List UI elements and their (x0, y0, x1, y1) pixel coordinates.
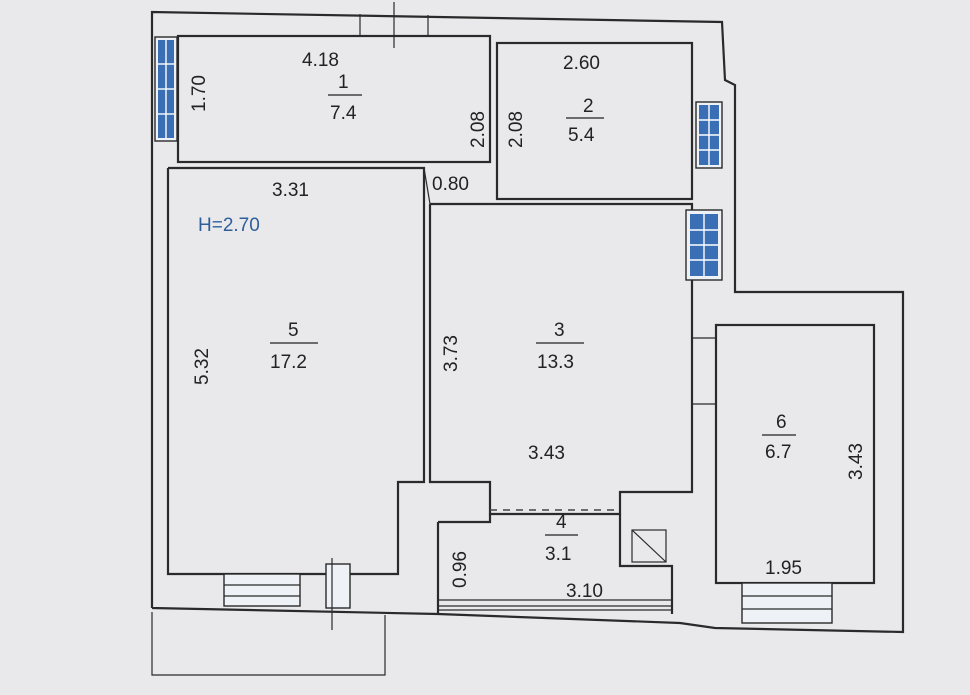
right-window-lower (685, 209, 723, 281)
room-5-bottom-window (223, 558, 351, 630)
room-6-height: 3.43 (846, 443, 867, 480)
room-2-left-dim: 2.08 (506, 111, 527, 148)
room-3-left-dim: 3.73 (441, 335, 462, 372)
room-4-outline (438, 514, 492, 524)
room-5-area: 17.2 (270, 352, 307, 373)
room-4: 4 3.1 0.96 3.10 (436, 509, 674, 614)
room-4-area: 3.1 (545, 544, 571, 565)
room-6-bottom-window (741, 582, 833, 624)
left-window (154, 36, 178, 142)
room-3-number: 3 (554, 320, 565, 341)
wall-stub (423, 167, 431, 205)
room-3-area: 13.3 (537, 352, 574, 373)
room-4-width: 3.10 (566, 581, 603, 602)
outer-walls (150, 10, 905, 676)
balcony-door-frame (325, 563, 351, 609)
room-5-height: 5.32 (192, 348, 213, 385)
room-6-width: 1.95 (765, 558, 802, 579)
room-4-right-wall (618, 514, 674, 614)
room-1-right-dim: 2.08 (468, 111, 489, 148)
ventilation-shaft-diagonal (631, 529, 667, 563)
room-6: 6 6.7 3.43 1.95 (692, 323, 876, 624)
room-1: 4.18 1.70 2.08 1 7.4 (176, 34, 492, 164)
room-2-outline (495, 41, 694, 201)
corridor-gap-dim: 0.80 (432, 174, 469, 195)
room-3: 3.73 3 13.3 3.43 (428, 202, 694, 516)
room-2: 2.60 2.08 2 5.4 (495, 41, 694, 201)
room-1-top-door (359, 2, 429, 48)
room-1-number: 1 (338, 72, 349, 93)
room-2-area: 5.4 (568, 125, 595, 146)
room-5: 3.31 H=2.70 5.32 5 17.2 (166, 166, 426, 576)
ceiling-height-label: H=2.70 (198, 215, 260, 236)
room-1-width: 4.18 (302, 50, 339, 71)
balcony-left (151, 612, 386, 676)
room-6-area: 6.7 (765, 442, 791, 463)
room-2-number: 2 (583, 96, 594, 117)
room-6-number: 6 (776, 412, 787, 433)
room-5-bottom-window-frame (223, 573, 301, 607)
room-1-height: 1.70 (189, 75, 210, 112)
room-5-width: 3.31 (272, 180, 309, 201)
room-3-width: 3.43 (528, 443, 565, 464)
room-4-left-dim: 0.96 (450, 551, 471, 588)
outer-wall (150, 10, 905, 634)
room-4-number: 4 (556, 512, 567, 533)
room-5-number: 5 (288, 320, 299, 341)
ventilation-shaft (631, 529, 667, 563)
room-1-area: 7.4 (330, 103, 357, 124)
room-2-width: 2.60 (563, 53, 600, 74)
right-window-upper (695, 101, 723, 169)
